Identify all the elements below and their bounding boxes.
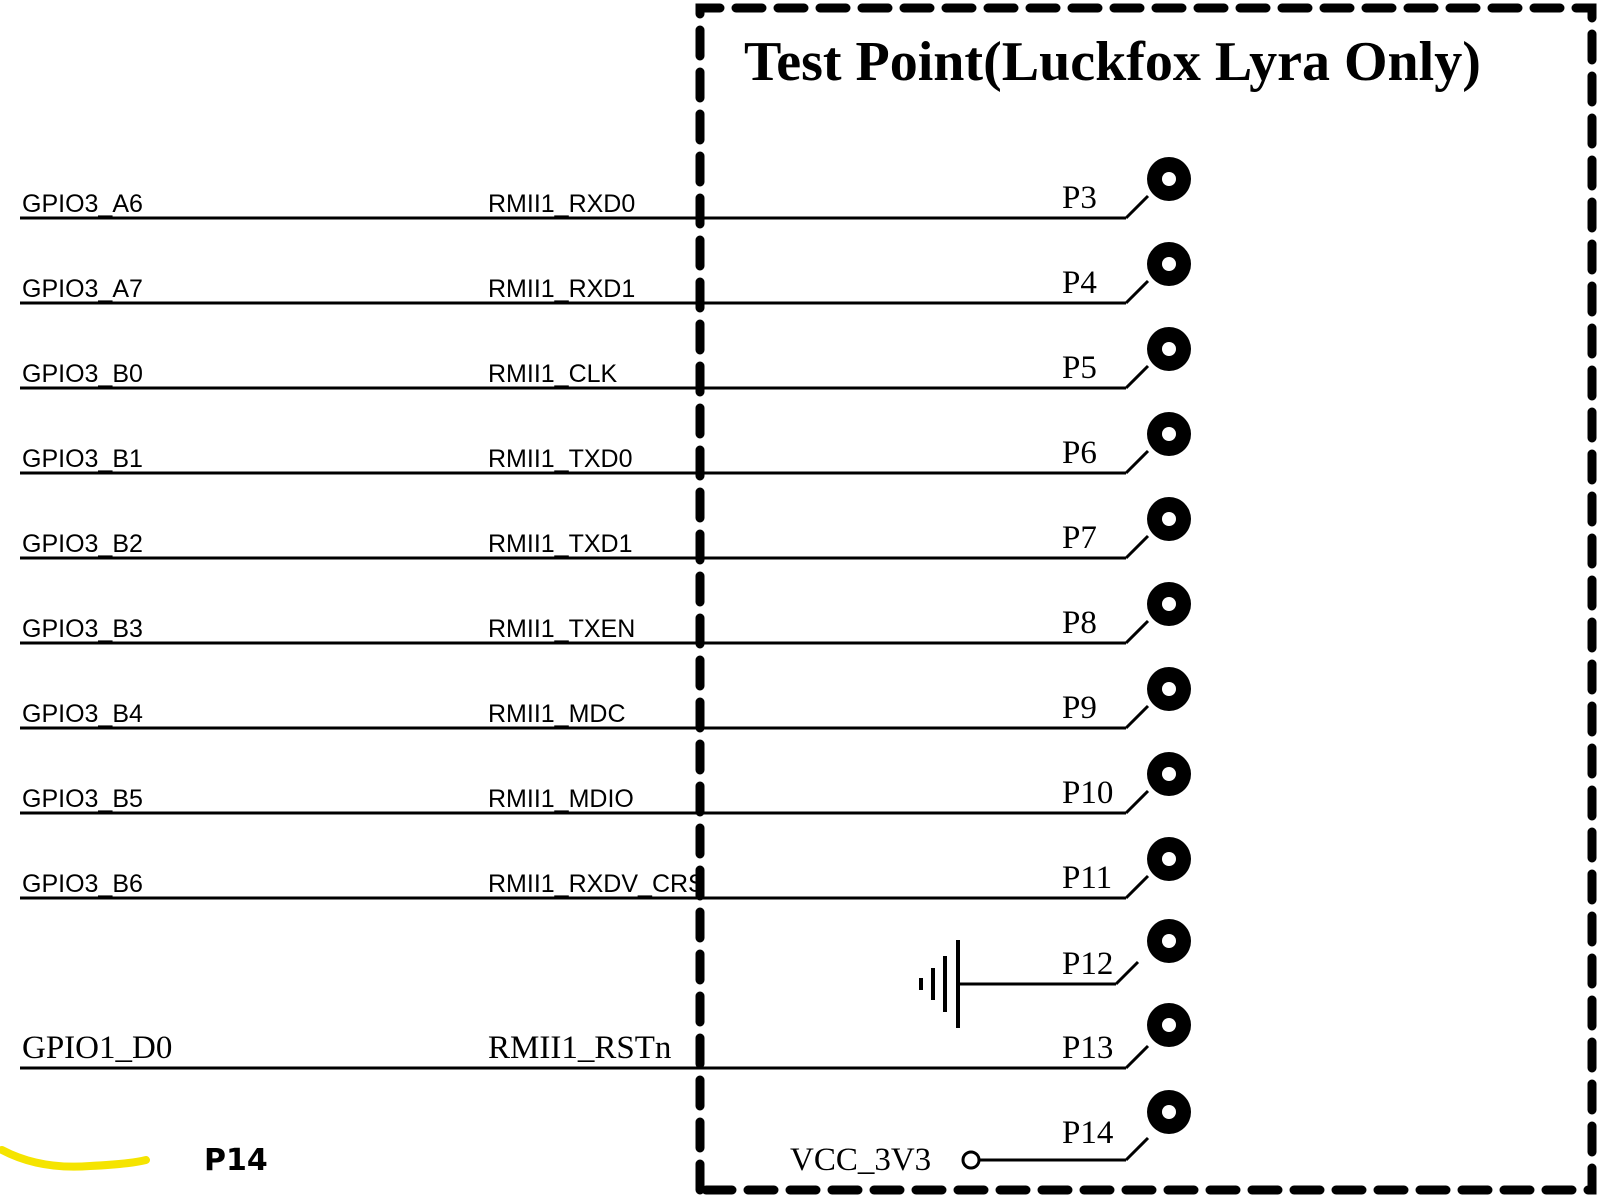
pin-label-p7: P7 — [1062, 520, 1097, 556]
net-row-p10: GPIO3_B5 RMII1_MDIO P10 — [20, 752, 1191, 815]
net-row-p6: GPIO3_B1 RMII1_TXD0 P6 — [20, 412, 1191, 475]
ground-net: P12 — [919, 919, 1191, 1028]
test-point-hole-p9 — [1162, 682, 1176, 696]
gpio-label: GPIO3_B0 — [22, 360, 143, 388]
reset-gpio-label: GPIO1_D0 — [22, 1030, 172, 1066]
pin-stub — [1124, 704, 1150, 730]
pin-stub — [1124, 364, 1150, 390]
pin-label-p11: P11 — [1062, 860, 1112, 896]
annotation-label: P14 — [204, 1143, 268, 1178]
net-row-p3: GPIO3_A6 RMII1_RXD0 P3 — [20, 157, 1191, 220]
pin-label-p9: P9 — [1062, 690, 1097, 726]
pin-label-p12: P12 — [1062, 946, 1113, 982]
power-net-label: VCC_3V3 — [790, 1142, 931, 1178]
function-label: RMII1_MDIO — [488, 785, 634, 813]
test-point-hole-p13 — [1162, 1018, 1176, 1032]
test-point-hole-p11 — [1162, 852, 1176, 866]
pin-label-p10: P10 — [1062, 775, 1113, 811]
power-pin-stub — [1124, 1136, 1150, 1162]
gpio-label: GPIO3_A6 — [22, 190, 143, 218]
gpio-label: GPIO3_B6 — [22, 870, 143, 898]
ground-symbol-icon — [919, 940, 960, 1028]
net-row-p8: GPIO3_B3 RMII1_TXEN P8 — [20, 582, 1191, 645]
test-point-hole-p7 — [1162, 512, 1176, 526]
power-net: VCC_3V3 P14 — [790, 1090, 1191, 1178]
pin-stub — [1124, 194, 1150, 220]
test-point-hole-p5 — [1162, 342, 1176, 356]
test-point-hole-p4 — [1162, 257, 1176, 271]
pin-label-p6: P6 — [1062, 435, 1097, 471]
pin-label-p4: P4 — [1062, 265, 1097, 301]
pin-stub — [1124, 619, 1150, 645]
net-row-p4: GPIO3_A7 RMII1_RXD1 P4 — [20, 242, 1191, 305]
function-label: RMII1_TXEN — [488, 615, 635, 643]
power-port-icon — [961, 1150, 981, 1170]
net-row-p7: GPIO3_B2 RMII1_TXD1 P7 — [20, 497, 1191, 560]
pin-stub — [1124, 789, 1150, 815]
highlight-stroke — [0, 1146, 150, 1171]
function-label: RMII1_RXD1 — [488, 275, 635, 303]
reset-net: GPIO1_D0 RMII1_RSTn P13 — [20, 1003, 1191, 1070]
function-label: RMII1_RXDV_CRS — [488, 870, 705, 898]
gpio-label: GPIO3_A7 — [22, 275, 143, 303]
pin-label-p14: P14 — [1062, 1115, 1113, 1151]
function-label: RMII1_CLK — [488, 360, 618, 388]
test-point-boundary — [695, 3, 1597, 1195]
test-point-hole-p12 — [1162, 934, 1176, 948]
pin-label-p5: P5 — [1062, 350, 1097, 386]
gpio-label: GPIO3_B3 — [22, 615, 143, 643]
function-label: RMII1_TXD1 — [488, 530, 632, 558]
test-point-hole-p10 — [1162, 767, 1176, 781]
pin-label-p3: P3 — [1062, 180, 1097, 216]
reset-func-label: RMII1_RSTn — [488, 1030, 671, 1066]
pin-stub — [1124, 449, 1150, 475]
reset-pin-stub — [1124, 1044, 1150, 1070]
test-point-hole-p6 — [1162, 427, 1176, 441]
net-row-p5: GPIO3_B0 RMII1_CLK P5 — [20, 327, 1191, 390]
ground-pin-stub — [1114, 960, 1140, 986]
net-row-p9: GPIO3_B4 RMII1_MDC P9 — [20, 667, 1191, 730]
diagram-title: Test Point(Luckfox Lyra Only) — [744, 31, 1481, 93]
function-label: RMII1_MDC — [488, 700, 626, 728]
gpio-label: GPIO3_B4 — [22, 700, 143, 728]
net-row-p11: GPIO3_B6 RMII1_RXDV_CRS P11 — [20, 837, 1191, 900]
pin-label-p13: P13 — [1062, 1030, 1113, 1066]
test-point-hole-p3 — [1162, 172, 1176, 186]
gpio-label: GPIO3_B2 — [22, 530, 143, 558]
pin-stub — [1124, 279, 1150, 305]
test-point-hole-p14 — [1162, 1105, 1176, 1119]
pin-stub — [1124, 534, 1150, 560]
test-point-hole-p8 — [1162, 597, 1176, 611]
gpio-label: GPIO3_B1 — [22, 445, 143, 473]
pin-stub — [1124, 874, 1150, 900]
pin-label-p8: P8 — [1062, 605, 1097, 641]
function-label: RMII1_RXD0 — [488, 190, 635, 218]
gpio-label: GPIO3_B5 — [22, 785, 143, 813]
function-label: RMII1_TXD0 — [488, 445, 632, 473]
